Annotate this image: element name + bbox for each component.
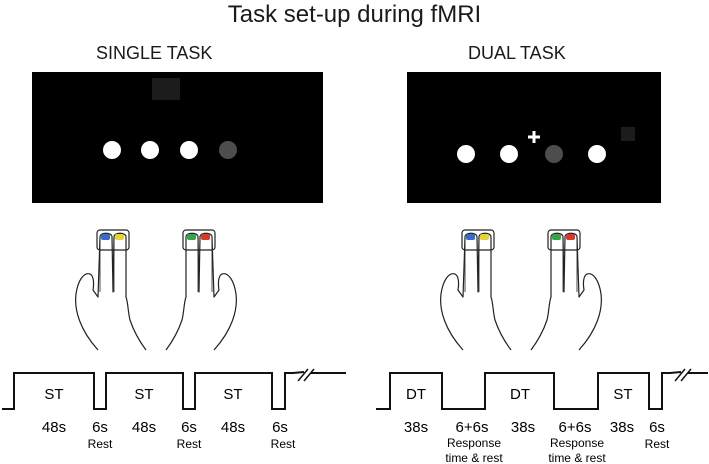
- single-target-square: [152, 78, 180, 100]
- single-duration-5: 48s: [221, 419, 245, 436]
- dual-block-label-2: DT: [510, 386, 530, 403]
- single-rest-label-3: Rest: [271, 437, 296, 451]
- dual-duration-4: 6+6s: [559, 419, 592, 436]
- dual-stimulus-dot-4: [588, 145, 606, 163]
- dual-task-title: DUAL TASK: [468, 43, 566, 63]
- green-fingernail-icon: [552, 234, 561, 240]
- single-right-hand-icon: [165, 229, 237, 351]
- dual-response-label-3: Response: [550, 436, 604, 450]
- green-fingernail-icon: [187, 234, 196, 240]
- blue-fingernail-icon: [466, 234, 475, 240]
- dual-response-label-1: Response: [447, 436, 501, 450]
- single-timeline-line: [2, 371, 305, 410]
- dual-stimulus-dot-2: [500, 145, 518, 163]
- dual-timeline-line: [376, 371, 682, 410]
- single-stimulus-dot-3: [180, 141, 198, 159]
- single-block-label-3: ST: [223, 386, 242, 403]
- single-task-title: SINGLE TASK: [96, 43, 213, 63]
- dual-block-label-1: DT: [406, 386, 426, 403]
- dual-duration-5: 38s: [610, 419, 634, 436]
- single-duration-6: 6s: [272, 419, 288, 436]
- break-mark-icon: [674, 368, 692, 382]
- break-mark-icon: [297, 368, 315, 382]
- dual-stimulus-dot-1: [457, 145, 475, 163]
- dual-duration-1: 38s: [404, 419, 428, 436]
- single-duration-3: 48s: [132, 419, 156, 436]
- fixation-cross-icon: [528, 131, 540, 143]
- dual-duration-6: 6s: [649, 419, 665, 436]
- single-stimulus-dot-4: [219, 141, 237, 159]
- figure-title: Task set-up during fMRI: [227, 1, 482, 28]
- single-block-label-2: ST: [134, 386, 153, 403]
- single-left-hand-icon: [75, 229, 147, 351]
- single-stimulus-dot-1: [103, 141, 121, 159]
- dual-duration-3: 38s: [511, 419, 535, 436]
- dual-stimulus-dot-3: [545, 145, 563, 163]
- dual-response-label-4: time & rest: [548, 451, 606, 464]
- single-duration-1: 48s: [42, 419, 66, 436]
- single-duration-2: 6s: [92, 419, 108, 436]
- yellow-fingernail-icon: [115, 234, 124, 240]
- red-fingernail-icon: [201, 234, 210, 240]
- yellow-fingernail-icon: [480, 234, 489, 240]
- dual-duration-2: 6+6s: [456, 419, 489, 436]
- blue-fingernail-icon: [101, 234, 110, 240]
- single-duration-4: 6s: [181, 419, 197, 436]
- dual-left-hand-icon: [440, 229, 512, 351]
- dual-rest-label: Rest: [645, 437, 670, 451]
- red-fingernail-icon: [566, 234, 575, 240]
- single-stimulus-dot-2: [141, 141, 159, 159]
- single-rest-label-2: Rest: [177, 437, 202, 451]
- dual-block-label-3: ST: [613, 386, 632, 403]
- single-block-label-1: ST: [44, 386, 63, 403]
- single-rest-label-1: Rest: [88, 437, 113, 451]
- dual-target-square: [621, 127, 635, 141]
- dual-right-hand-icon: [530, 229, 602, 351]
- dual-response-label-2: time & rest: [445, 451, 503, 464]
